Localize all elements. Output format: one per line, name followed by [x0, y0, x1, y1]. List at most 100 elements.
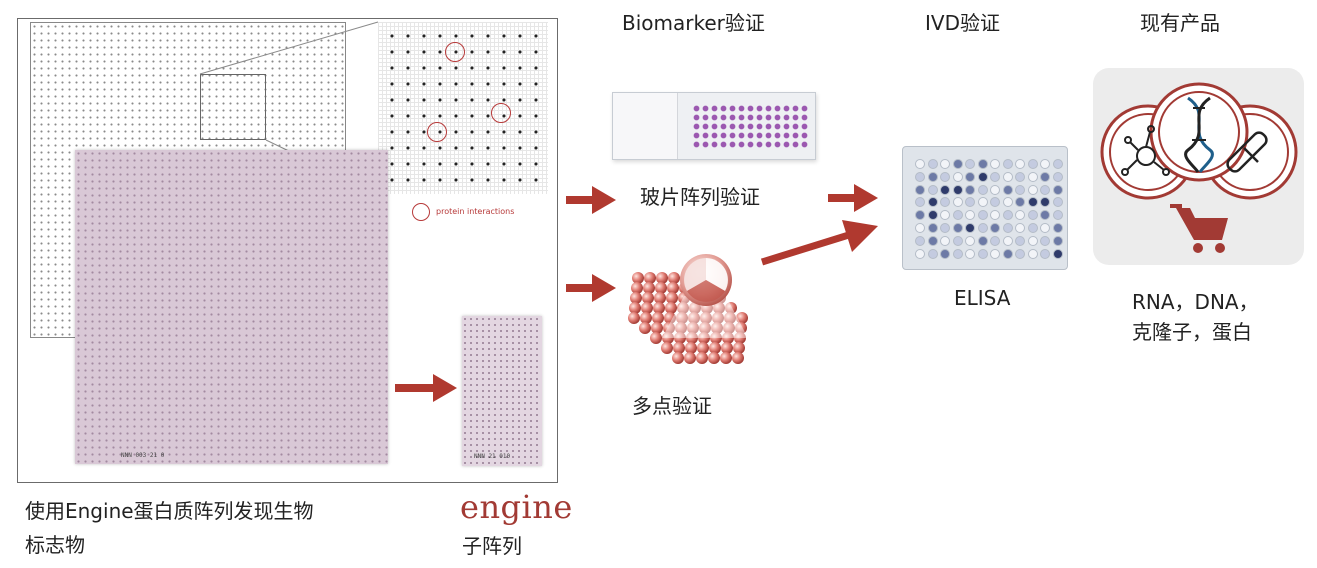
bead: [667, 282, 679, 294]
bead: [734, 332, 746, 344]
plate-well: [915, 197, 925, 208]
plate-well: [915, 210, 925, 221]
bead: [685, 342, 697, 354]
bead: [722, 332, 734, 344]
arrow-right-icon: [828, 184, 878, 212]
plate-well: [940, 171, 950, 182]
bead: [711, 322, 723, 334]
plate-well: [940, 210, 950, 221]
plate-well: [940, 223, 950, 233]
plate-well: [1052, 171, 1063, 182]
products-label-line2: 克隆子，蛋白: [1132, 320, 1252, 344]
plate-well: [990, 184, 1000, 195]
plate-well: [990, 171, 1000, 182]
bead: [641, 302, 653, 314]
plate-well: [915, 159, 925, 169]
plate-well: [927, 159, 938, 169]
bead: [736, 312, 748, 324]
plate-well: [940, 159, 950, 169]
plate-well: [977, 171, 988, 182]
bead: [654, 292, 666, 304]
engine-logo-text: engine: [460, 488, 573, 526]
plate-well: [915, 248, 925, 259]
bead: [639, 322, 651, 334]
plate-well: [1052, 184, 1063, 195]
plate-well: [1027, 184, 1038, 195]
plate-well: [927, 210, 938, 221]
plate-well: [1002, 197, 1013, 208]
bead: [720, 352, 732, 364]
plate-well: [1027, 248, 1038, 259]
bead: [677, 302, 689, 314]
bead: [665, 302, 677, 314]
engine-subarray-slide: NNN 21 010: [462, 316, 542, 466]
interaction-circle: [445, 42, 465, 62]
bead: [661, 342, 673, 354]
plate-well: [952, 159, 963, 169]
plate-well: [1015, 248, 1025, 259]
bead: [666, 292, 678, 304]
plate-well: [1052, 235, 1063, 246]
bead: [689, 302, 701, 314]
plate-well: [1027, 223, 1038, 233]
bead: [642, 292, 654, 304]
plate-well: [952, 210, 963, 221]
plate-well: [952, 223, 963, 233]
bead: [674, 332, 686, 344]
plate-well: [1002, 210, 1013, 221]
bead: [687, 322, 699, 334]
plate-well: [915, 171, 925, 182]
plate-well: [1040, 248, 1050, 259]
bead: [653, 302, 665, 314]
plate-well: [915, 223, 925, 233]
bead: [652, 312, 664, 324]
plate-well: [1027, 171, 1038, 182]
plate-well: [1015, 184, 1025, 195]
plate-well: [927, 223, 938, 233]
bead: [708, 352, 720, 364]
bead: [688, 312, 700, 324]
plate-well: [1040, 223, 1050, 233]
bead: [725, 302, 737, 314]
bead: [632, 272, 644, 284]
plate-well: [915, 235, 925, 246]
bead: [640, 312, 652, 324]
test-tube-icon: [1226, 131, 1268, 173]
plate-well: [990, 197, 1000, 208]
zoom-region-box: [200, 74, 266, 140]
interaction-circle: [491, 103, 511, 123]
bead: [628, 312, 640, 324]
bead: [643, 282, 655, 294]
multipoint-beads-graphic: [628, 254, 748, 364]
bead: [672, 352, 684, 364]
plate-well: [977, 248, 988, 259]
plate-well: [1052, 223, 1063, 233]
slide-barcode: NNN 003 21 0: [121, 452, 165, 459]
plate-well: [1002, 171, 1013, 182]
array-spots: [691, 103, 809, 149]
arrow-right-icon: [566, 274, 616, 302]
bead: [723, 322, 735, 334]
plate-well: [952, 235, 963, 246]
plate-well: [1040, 171, 1050, 182]
protein-microarray-slide: NNN 003 21 0: [75, 150, 388, 464]
bead: [709, 342, 721, 354]
plate-well: [1027, 235, 1038, 246]
bead: [686, 332, 698, 344]
plate-well: [977, 210, 988, 221]
discovery-caption: 使用Engine蛋白质阵列发现生物 标志物: [25, 494, 314, 562]
products-label-line1: RNA，DNA，: [1132, 290, 1259, 314]
plate-well: [1027, 197, 1038, 208]
plate-well: [1040, 184, 1050, 195]
arrow-right-icon: [566, 186, 616, 214]
bead: [733, 342, 745, 354]
plate-well: [1015, 210, 1025, 221]
plate-well: [977, 197, 988, 208]
plate-well: [965, 235, 975, 246]
bead: [656, 272, 668, 284]
plate-well: [952, 171, 963, 182]
bead: [721, 342, 733, 354]
bead: [662, 332, 674, 344]
bead: [712, 312, 724, 324]
plate-well: [940, 248, 950, 259]
